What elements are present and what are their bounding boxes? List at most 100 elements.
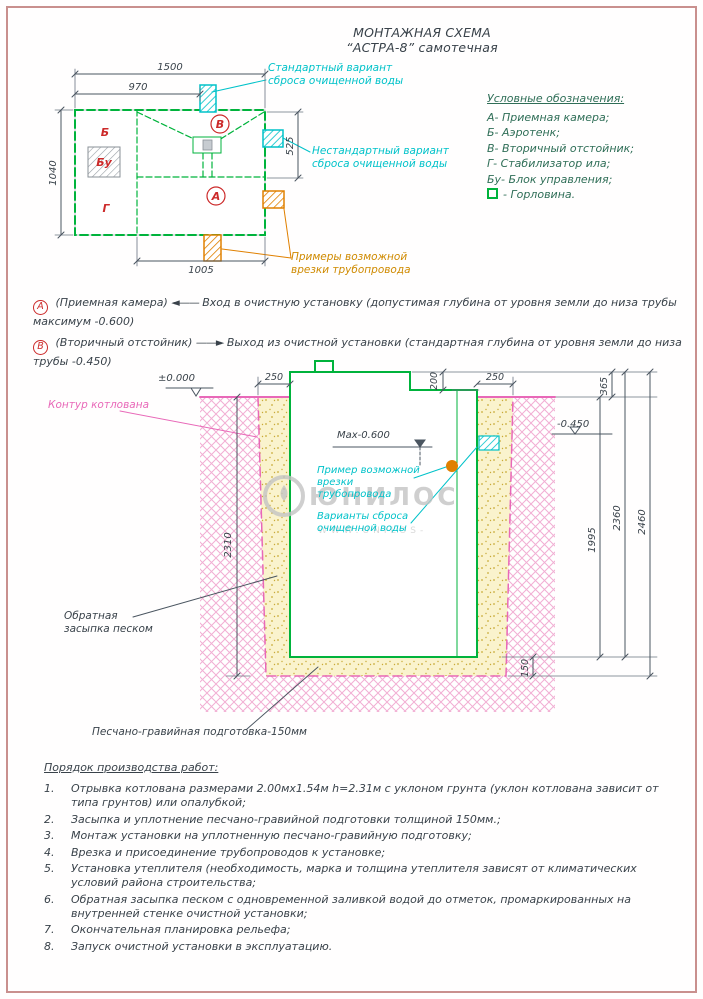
title-line2: “АСТРА-8” самотечная [346,40,498,55]
procedure-item: 8. Запуск очистной установки в эксплуата… [44,940,678,954]
dim-level-zero: ±0.000 [158,373,195,384]
leader-backfill [132,575,278,618]
watermark: ЮНИЛОС WWW.UNILOS- [263,475,459,536]
procedure-item-text: Обратная засыпка песком с одновременной … [71,892,631,920]
dim-plan-right: 525 [285,136,296,155]
procedure-item-text: Врезка и присоединение трубопроводов к у… [71,845,386,859]
procedure-item-number: 3. [44,829,55,842]
legend-item-neck: - Горловина. [487,187,677,203]
dim-below-ground: 1995 [587,527,598,552]
procedure-item-text: Отрывка котлована размерами 2.00мх1.54м … [71,782,659,809]
procedure-item: 3. Монтаж установки на уплотненную песча… [44,829,678,843]
dim-left-gap: 250 [265,372,283,383]
procedure-item-number: 4. [44,845,55,859]
plan-dimension-texts: 1500 970 1040 525 1005 [48,62,296,276]
leader-prep [246,666,319,730]
procedure-title: Порядок производства работ: [44,761,219,774]
leader-nonstandard [282,137,311,153]
chamber-label-g: Г [102,202,110,215]
dim-pit-depth: 2310 [223,532,234,557]
note-chamber-v: (Вторичный отстойник) [55,336,193,350]
note-inlet: А (Приемная камера) ◄—— Вход в очистную … [33,296,689,329]
chamber-label-b: Б [101,126,109,139]
dim-outlet-level: -0.450 [557,419,589,430]
label-pipe-insert-example: Пример возможной врезки трубопровода [317,465,420,500]
note-text-a: Вход в очистную установку (допустимая гл… [33,296,677,328]
plan-view: Б Бу Г А В 1500 970 1040 525 1005 [48,62,311,276]
dim-plan-height: 1040 [48,160,59,185]
dim-plan-inlet-offset: 970 [128,82,147,93]
chamber-v-marker [210,114,230,134]
inlet-pipe-option-right [262,190,285,209]
procedure-item-text: Установка утеплителя (необходимость, мар… [71,862,637,889]
procedure-item-number: 7. [44,923,55,936]
chamber-label-a: А [211,190,221,203]
procedure-item: 1. Отрывка котлована размерами 2.00мх1.5… [44,782,678,810]
title-line1: МОНТАЖНАЯ СХЕМА [353,25,491,40]
label-excavation-contour: Контур котлована [48,399,150,411]
tank-plan-partitions [136,109,266,236]
leader-standard [211,79,267,93]
watermark-url: WWW.UNILOS- [318,526,427,536]
procedure-item-number: 5. [44,862,55,875]
dim-lid: 365 [599,377,610,395]
watermark-logo-icon [263,475,305,517]
arrow-left-icon: ◄—— [171,296,199,309]
note-chamber-a: (Приемная камера) [55,296,168,309]
leader-examples [221,208,292,259]
leader-discharge [410,446,478,524]
procedure-item: 2. Засыпка и уплотнение песчано-гравийно… [44,813,678,827]
page-title: МОНТАЖНАЯ СХЕМА “АСТРА-8” самотечная [287,25,557,55]
leader-insert [413,466,447,479]
dim-right-gap: 250 [486,372,504,383]
arrow-right-icon: ——► [195,336,224,350]
procedure-item-text: Окончательная планировка рельефа; [71,923,291,936]
procedure-item-text: Запуск очистной установки в эксплуатацию… [71,939,333,953]
procedure-item: 7. Окончательная планировка рельефа; [44,923,678,937]
annotation-nonstandard-discharge: Нестандартный вариант сброса очищенной в… [312,145,449,170]
procedure-item-number: 1. [44,782,55,795]
control-unit-box [87,146,121,178]
legend-item: Б- Аэротенк; [487,126,561,139]
procedure-item-number: 8. [44,939,55,953]
chamber-label-bu: Бу [96,156,112,169]
legend-item: Г- Стабилизатор ила; [487,157,611,170]
legend-item: Бу- Блок управления; [487,172,613,186]
tank-plan-outline [74,109,266,236]
section-dimension-lines [236,371,651,677]
section-dimension-ticks [233,368,654,680]
note-outlet: В (Вторичный отстойник) ——► Выход из очи… [33,336,689,369]
procedure-item-text: Засыпка и уплотнение песчано-гравийной п… [71,812,501,826]
label-discharge-options: Варианты сброса очищенной воды [317,511,409,534]
chamber-letters: Б Бу Г А В [96,118,224,215]
clarifier-detail [202,139,213,151]
procedure-item: 5. Установка утеплителя (необходимость, … [44,862,678,890]
section-view: ЮНИЛОС WWW.UNILOS- ±0.000 250 250 200 36… [119,360,658,730]
note-marker-a: А [33,299,48,315]
dim-total-depth: 2460 [637,509,648,534]
excavation-contour [257,396,514,677]
note-text-v: Выход из очистной установки (стандартная… [33,336,682,368]
annotation-standard-discharge: Стандартный вариант сброса очищенной вод… [268,62,404,87]
chamber-a-marker [206,186,226,206]
dim-plan-bottom: 1005 [188,265,213,276]
procedure-item-number: 6. [44,892,55,906]
watermark-text: ЮНИЛОС [309,482,459,511]
level-markers [165,387,613,466]
dim-plan-width: 1500 [157,62,182,73]
label-sand-backfill: Обратная засыпка песком [64,610,153,635]
chamber-notes: А (Приемная камера) ◄—— Вход в очистную … [33,296,689,377]
chamber-label-v: В [216,118,224,131]
label-sand-gravel-prep: Песчано-гравийная подготовка-150мм [92,726,307,738]
procedure-item: 6. Обратная засыпка песком с одновременн… [44,893,678,921]
plan-dimension-lines [60,73,299,262]
legend-item: А- Приемная камера; [487,110,610,124]
dim-inlet-level: Мах-0.600 [337,430,390,441]
procedure-item-number: 2. [44,812,55,826]
procedure-item-text: Монтаж установки на уплотненную песчано-… [71,829,472,842]
dim-neck: 200 [429,372,440,390]
tank-outline [289,371,478,658]
watermark-drop-icon [280,485,288,501]
discharge-pipe-section [478,435,500,451]
